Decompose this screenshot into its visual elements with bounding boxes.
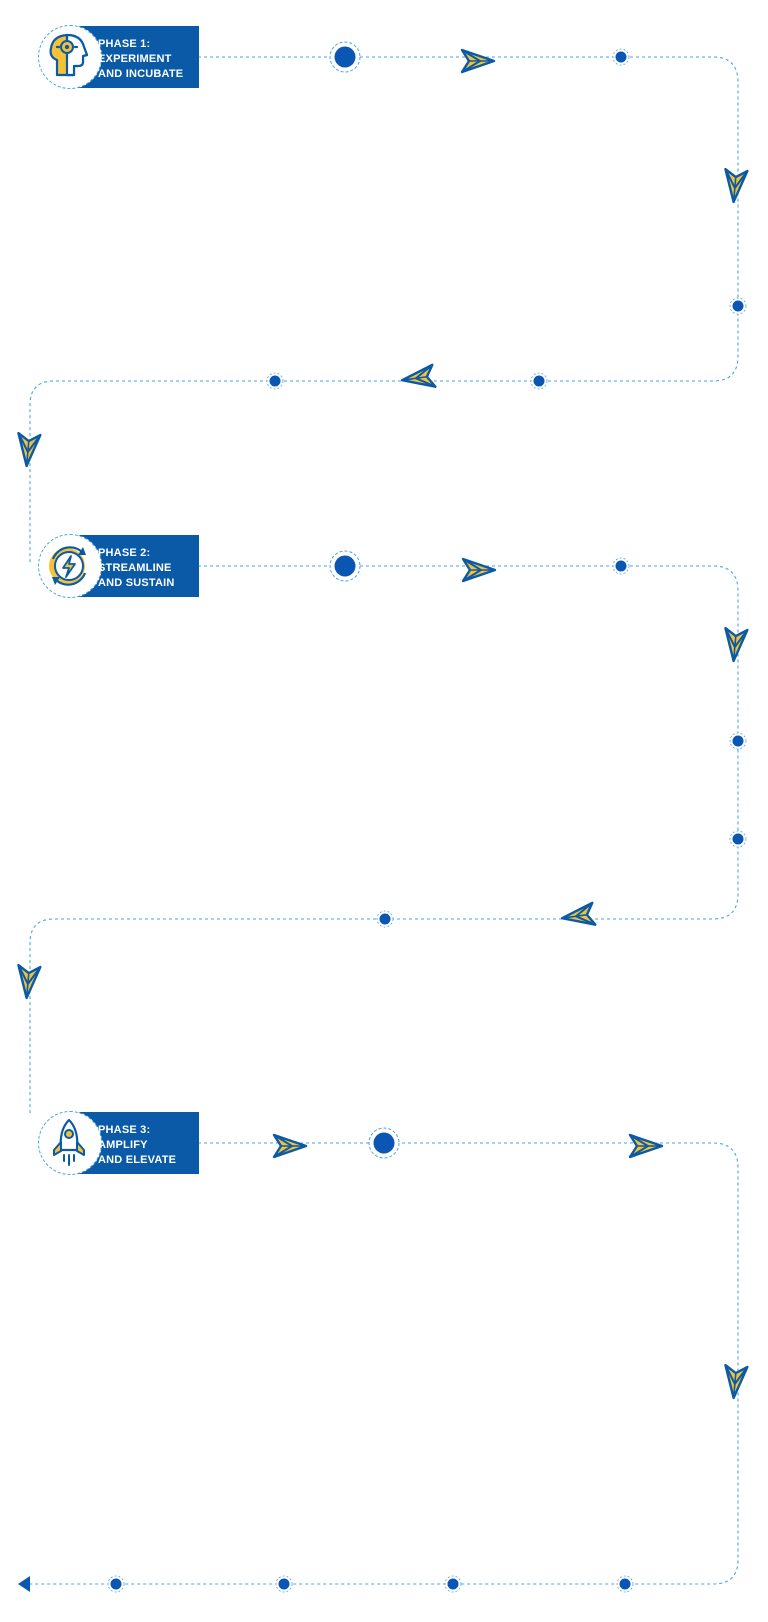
- refresh-bolt-icon: [49, 546, 87, 586]
- paper-plane-icon: [272, 1133, 308, 1159]
- icon-badge: [38, 1111, 102, 1175]
- paper-plane-icon: [399, 363, 437, 393]
- paper-plane-icon: [721, 167, 749, 205]
- paper-plane-icon: [628, 1133, 664, 1159]
- phase-subtitle: EXPERIMENT: [98, 53, 172, 65]
- phase-3-label: PHASE 3: AMPLIFY AND ELEVATE: [38, 1111, 199, 1175]
- icon-badge: [38, 534, 102, 598]
- rocket-icon: [53, 1118, 85, 1166]
- small-node: [530, 372, 548, 390]
- paper-plane-icon: [14, 963, 42, 1001]
- arrow-left-icon: [18, 1576, 30, 1592]
- phase-subtitle: AND ELEVATE: [98, 1154, 177, 1166]
- big-node: [329, 550, 361, 582]
- phase-title: PHASE 3:: [98, 1124, 151, 1136]
- small-node: [616, 1575, 634, 1593]
- paper-plane-icon: [461, 557, 497, 583]
- phase-title: PHASE 2:: [98, 547, 151, 559]
- phase-subtitle: AMPLIFY: [98, 1139, 148, 1151]
- phase-2-label: PHASE 2: STREAMLINE AND SUSTAIN: [38, 534, 199, 598]
- head-gear-icon: [49, 33, 89, 77]
- paper-plane-icon: [559, 901, 597, 931]
- big-node: [329, 41, 361, 73]
- phase-subtitle: STREAMLINE: [98, 562, 172, 574]
- small-node: [729, 297, 747, 315]
- small-node: [266, 372, 284, 390]
- paper-plane-icon: [721, 1363, 749, 1401]
- big-node: [368, 1127, 400, 1159]
- small-node: [729, 830, 747, 848]
- small-node: [107, 1575, 125, 1593]
- small-node: [612, 48, 630, 66]
- phase-title: PHASE 1:: [98, 38, 151, 50]
- phase-subtitle: AND INCUBATE: [98, 68, 184, 80]
- paper-plane-icon: [460, 48, 496, 74]
- icon-badge: [38, 25, 102, 89]
- small-node: [376, 910, 394, 928]
- paper-plane-icon: [14, 431, 42, 469]
- phase-subtitle: AND SUSTAIN: [98, 577, 175, 589]
- paper-plane-icon: [721, 626, 749, 664]
- route-path: [28, 56, 739, 1585]
- phase-1-label: PHASE 1: EXPERIMENT AND INCUBATE: [38, 25, 199, 89]
- small-node: [729, 732, 747, 750]
- small-node: [444, 1575, 462, 1593]
- small-node: [612, 557, 630, 575]
- small-node: [275, 1575, 293, 1593]
